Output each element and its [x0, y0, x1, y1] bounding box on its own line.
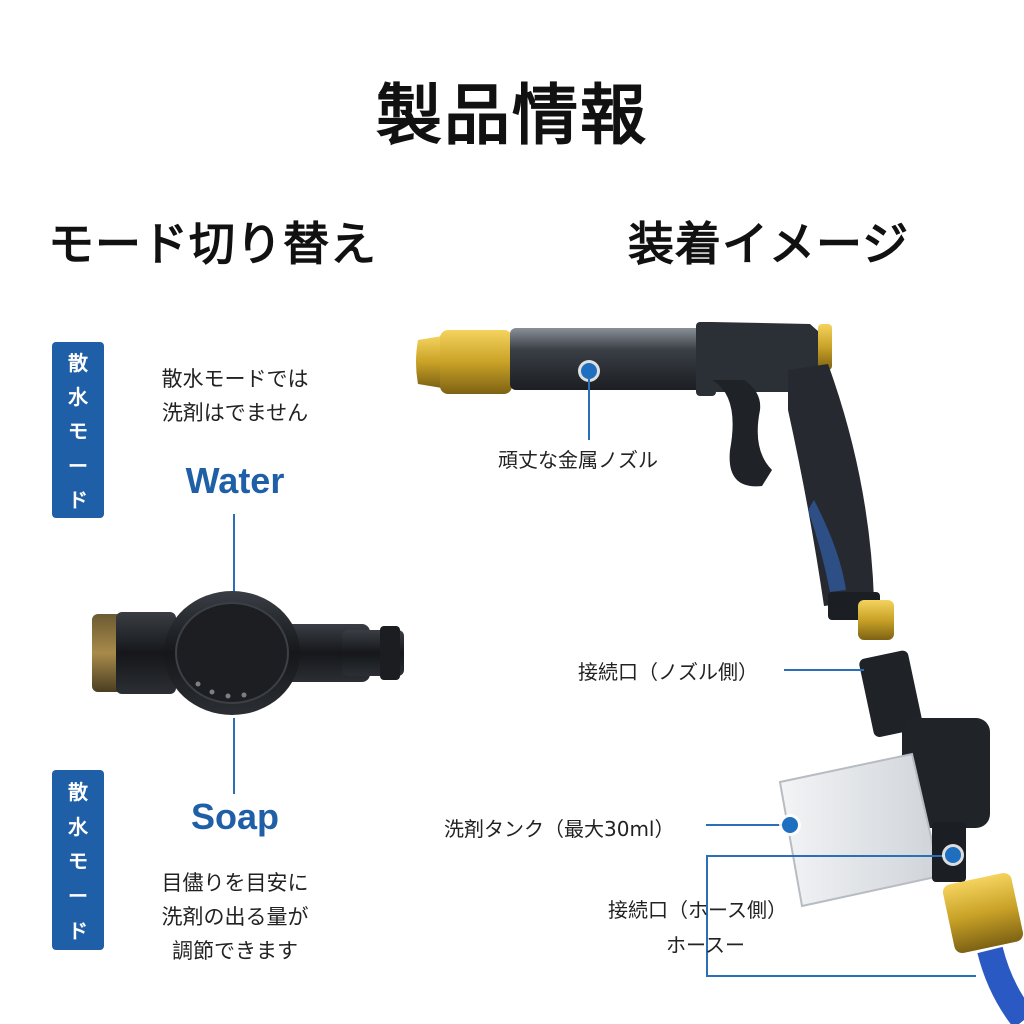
mode-selector-valve-image	[92, 591, 404, 715]
spray-gun-assembly-image	[416, 322, 1024, 1024]
desc-line: 散水モードでは	[161, 367, 309, 391]
water-pointer-line	[233, 514, 235, 592]
badge-char: 水	[68, 385, 88, 410]
badge-char: 散	[68, 351, 88, 376]
hose-bracket-line	[706, 855, 708, 975]
soap-mode-description: 目儘りを目安に 洗剤の出る量が 調節できます	[125, 866, 345, 968]
nozzle-callout: 頑丈な金属ノズル	[498, 448, 658, 472]
desc-line: 目儘りを目安に	[161, 871, 309, 895]
tank-leader-line	[706, 824, 786, 826]
hose-bracket-top-line	[706, 855, 946, 857]
badge-char: ド	[68, 487, 88, 512]
connector-nozzle-callout: 接続口（ノズル側）	[578, 660, 758, 684]
badge-char: ド	[68, 919, 88, 944]
badge-char: 散	[68, 779, 88, 804]
badge-char: 水	[68, 814, 88, 839]
installation-heading: 装着イメージ	[628, 217, 910, 271]
soap-mode-badge: 散 水 モ ー ド	[52, 770, 104, 950]
water-mode-description: 散水モードでは 洗剤はでません	[130, 362, 340, 430]
tank-marker-dot	[782, 817, 798, 833]
badge-char: モ	[68, 419, 88, 444]
badge-char: モ	[68, 849, 88, 874]
mode-switch-heading: モード切り替え	[48, 217, 377, 271]
hose-bracket-bottom-line	[706, 975, 976, 977]
nozzle-marker-dot	[581, 363, 597, 379]
connector-hose-callout: 接続口（ホース側）	[608, 898, 787, 922]
nozzle-leader-line	[588, 378, 590, 440]
soap-mode-label: Soap	[190, 796, 279, 837]
hose-connector-marker-dot	[945, 847, 961, 863]
tank-callout: 洗剤タンク（最大30ml）	[444, 817, 675, 841]
desc-line: 調節できます	[172, 939, 298, 963]
desc-line: 洗剤の出る量が	[161, 905, 309, 929]
badge-char: ー	[68, 453, 88, 478]
water-mode-label: Water	[185, 460, 285, 501]
water-mode-badge: 散 水 モ ー ド	[52, 342, 104, 518]
soap-pointer-line	[233, 718, 235, 794]
badge-char: ー	[68, 884, 88, 909]
hose-callout: ホースー	[666, 933, 745, 957]
connector-nozzle-leader-line	[784, 669, 864, 671]
desc-line: 洗剤はでません	[161, 401, 309, 425]
page-title: 製品情報	[376, 77, 648, 154]
